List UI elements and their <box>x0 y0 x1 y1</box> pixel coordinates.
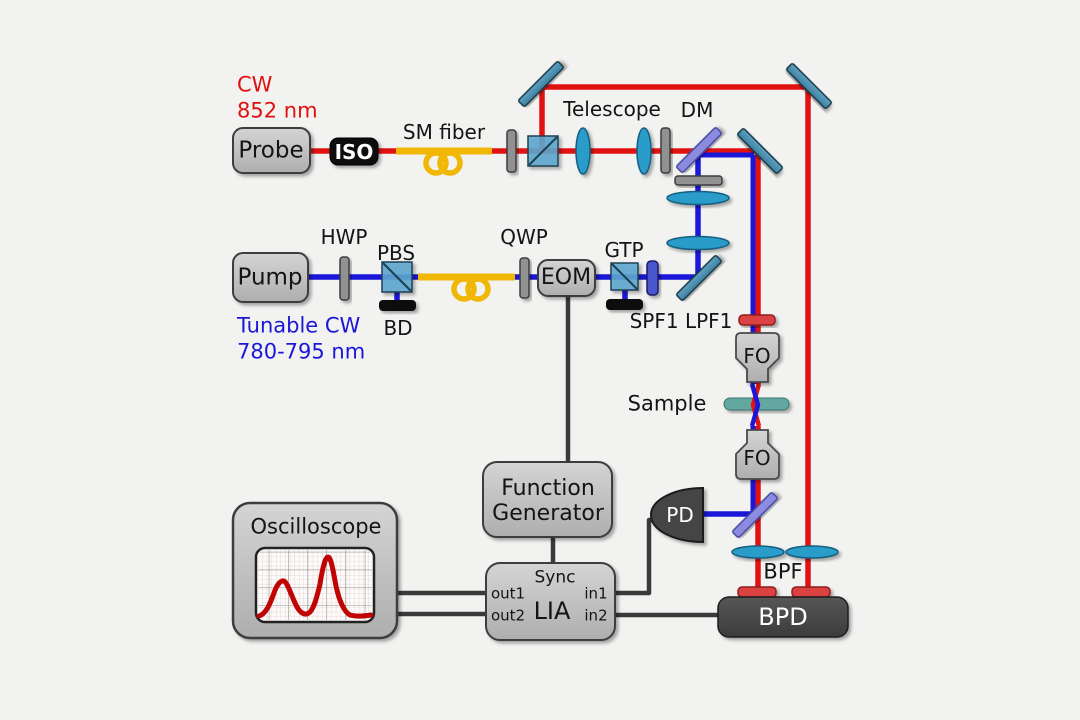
oscilloscope-label: Oscilloscope <box>250 514 382 539</box>
telescope-plate <box>660 127 671 174</box>
probe-laser-label: Probe <box>238 137 304 164</box>
bpd-label: BPD <box>758 603 808 631</box>
filters-label: SPF1 LPF1 <box>629 309 733 333</box>
oscilloscope-major-grid <box>258 550 372 620</box>
lia-in1-port-label: in1 <box>584 584 608 603</box>
balanced-photodetector-box <box>717 596 849 638</box>
eom-label: EOM <box>540 265 592 290</box>
focused-beam-red <box>750 383 762 427</box>
pump-lens-1 <box>666 190 730 206</box>
pump-lens-2 <box>666 235 730 251</box>
pump-laser-box <box>232 252 309 303</box>
probe-fiber-coil <box>437 150 463 176</box>
signal-lens <box>731 545 785 559</box>
fo-bottom-label: FO <box>743 446 771 470</box>
quarter-waveplate-qwp <box>519 257 530 299</box>
pbs-cube <box>381 261 413 293</box>
pump-fiber-coil <box>451 276 477 302</box>
gtp-beam-dump <box>606 299 643 310</box>
lia-in2-port-label: in2 <box>584 606 608 625</box>
qwp-label: QWP <box>500 225 548 249</box>
focusing-objective-top <box>735 332 780 383</box>
bpf-filter-reference <box>791 586 831 598</box>
bpf-label: BPF <box>763 559 803 584</box>
steering-mirror-pump <box>676 255 722 301</box>
spf1-filter <box>646 260 659 296</box>
dichroic-mirror-dm <box>676 127 722 173</box>
pump-annotation-line2: 780-795 nm <box>237 339 366 364</box>
reference-lens <box>785 545 839 559</box>
beam-dump-bd <box>379 300 416 311</box>
optical-isolator-box <box>329 137 379 166</box>
iso-label: ISO <box>334 140 374 164</box>
dichroic-mirror-pd-pickoff <box>732 492 778 538</box>
steering-mirror-combined <box>737 128 783 174</box>
steering-mirror-top-right <box>786 63 832 109</box>
pump-laser-label: Pump <box>237 264 303 291</box>
lpf1-filter <box>738 314 776 326</box>
bd-label: BD <box>383 316 413 340</box>
telescope-lens-1 <box>575 127 591 175</box>
function-generator-box <box>482 461 613 538</box>
photodiode-shape <box>649 486 704 544</box>
lia-box <box>485 562 616 641</box>
half-waveplate-hwp <box>339 256 350 301</box>
lia-out2-port-label: out2 <box>490 606 526 625</box>
probe-splitter-cube <box>527 135 559 167</box>
focused-beam-blue <box>749 383 761 427</box>
function-generator-label-line2: Generator <box>492 501 604 526</box>
oscilloscope-trace <box>256 554 374 619</box>
gtp-cube <box>610 262 639 291</box>
dm-label: DM <box>680 98 714 122</box>
lia-sync-port-label: Sync <box>534 567 576 588</box>
bpf-filter-signal <box>737 586 777 598</box>
pbs-label: PBS <box>376 241 416 265</box>
hwp-label: HWP <box>320 225 368 249</box>
lia-name-label: LIA <box>533 597 571 625</box>
pd-to-lia-in1-wire <box>613 517 665 596</box>
probe-annotation-line1: CW <box>237 72 273 97</box>
pump-fiber-coil <box>465 276 491 302</box>
lia-out1-port-label: out1 <box>490 584 526 603</box>
pump-plate-horizontal <box>674 175 723 186</box>
pd-label: PD <box>666 503 694 527</box>
gtp-label: GTP <box>604 238 644 262</box>
telescope-lens-2 <box>636 127 652 175</box>
probe-waveplate <box>506 129 517 173</box>
probe-fiber-coil <box>423 150 449 176</box>
probe-annotation-line2: 852 nm <box>237 98 318 123</box>
eom-box <box>537 259 596 297</box>
pump-annotation-line1: Tunable CW <box>237 313 361 338</box>
function-generator-label-line1: Function <box>501 476 595 501</box>
focusing-objective-bottom <box>735 429 780 480</box>
sm-fiber-label: SM fiber <box>402 120 486 144</box>
sample-label: Sample <box>627 391 707 416</box>
steering-mirror-top-left <box>518 61 564 107</box>
telescope-label: Telescope <box>563 97 661 121</box>
fo-top-label: FO <box>743 344 771 368</box>
probe-laser-box <box>232 127 311 174</box>
